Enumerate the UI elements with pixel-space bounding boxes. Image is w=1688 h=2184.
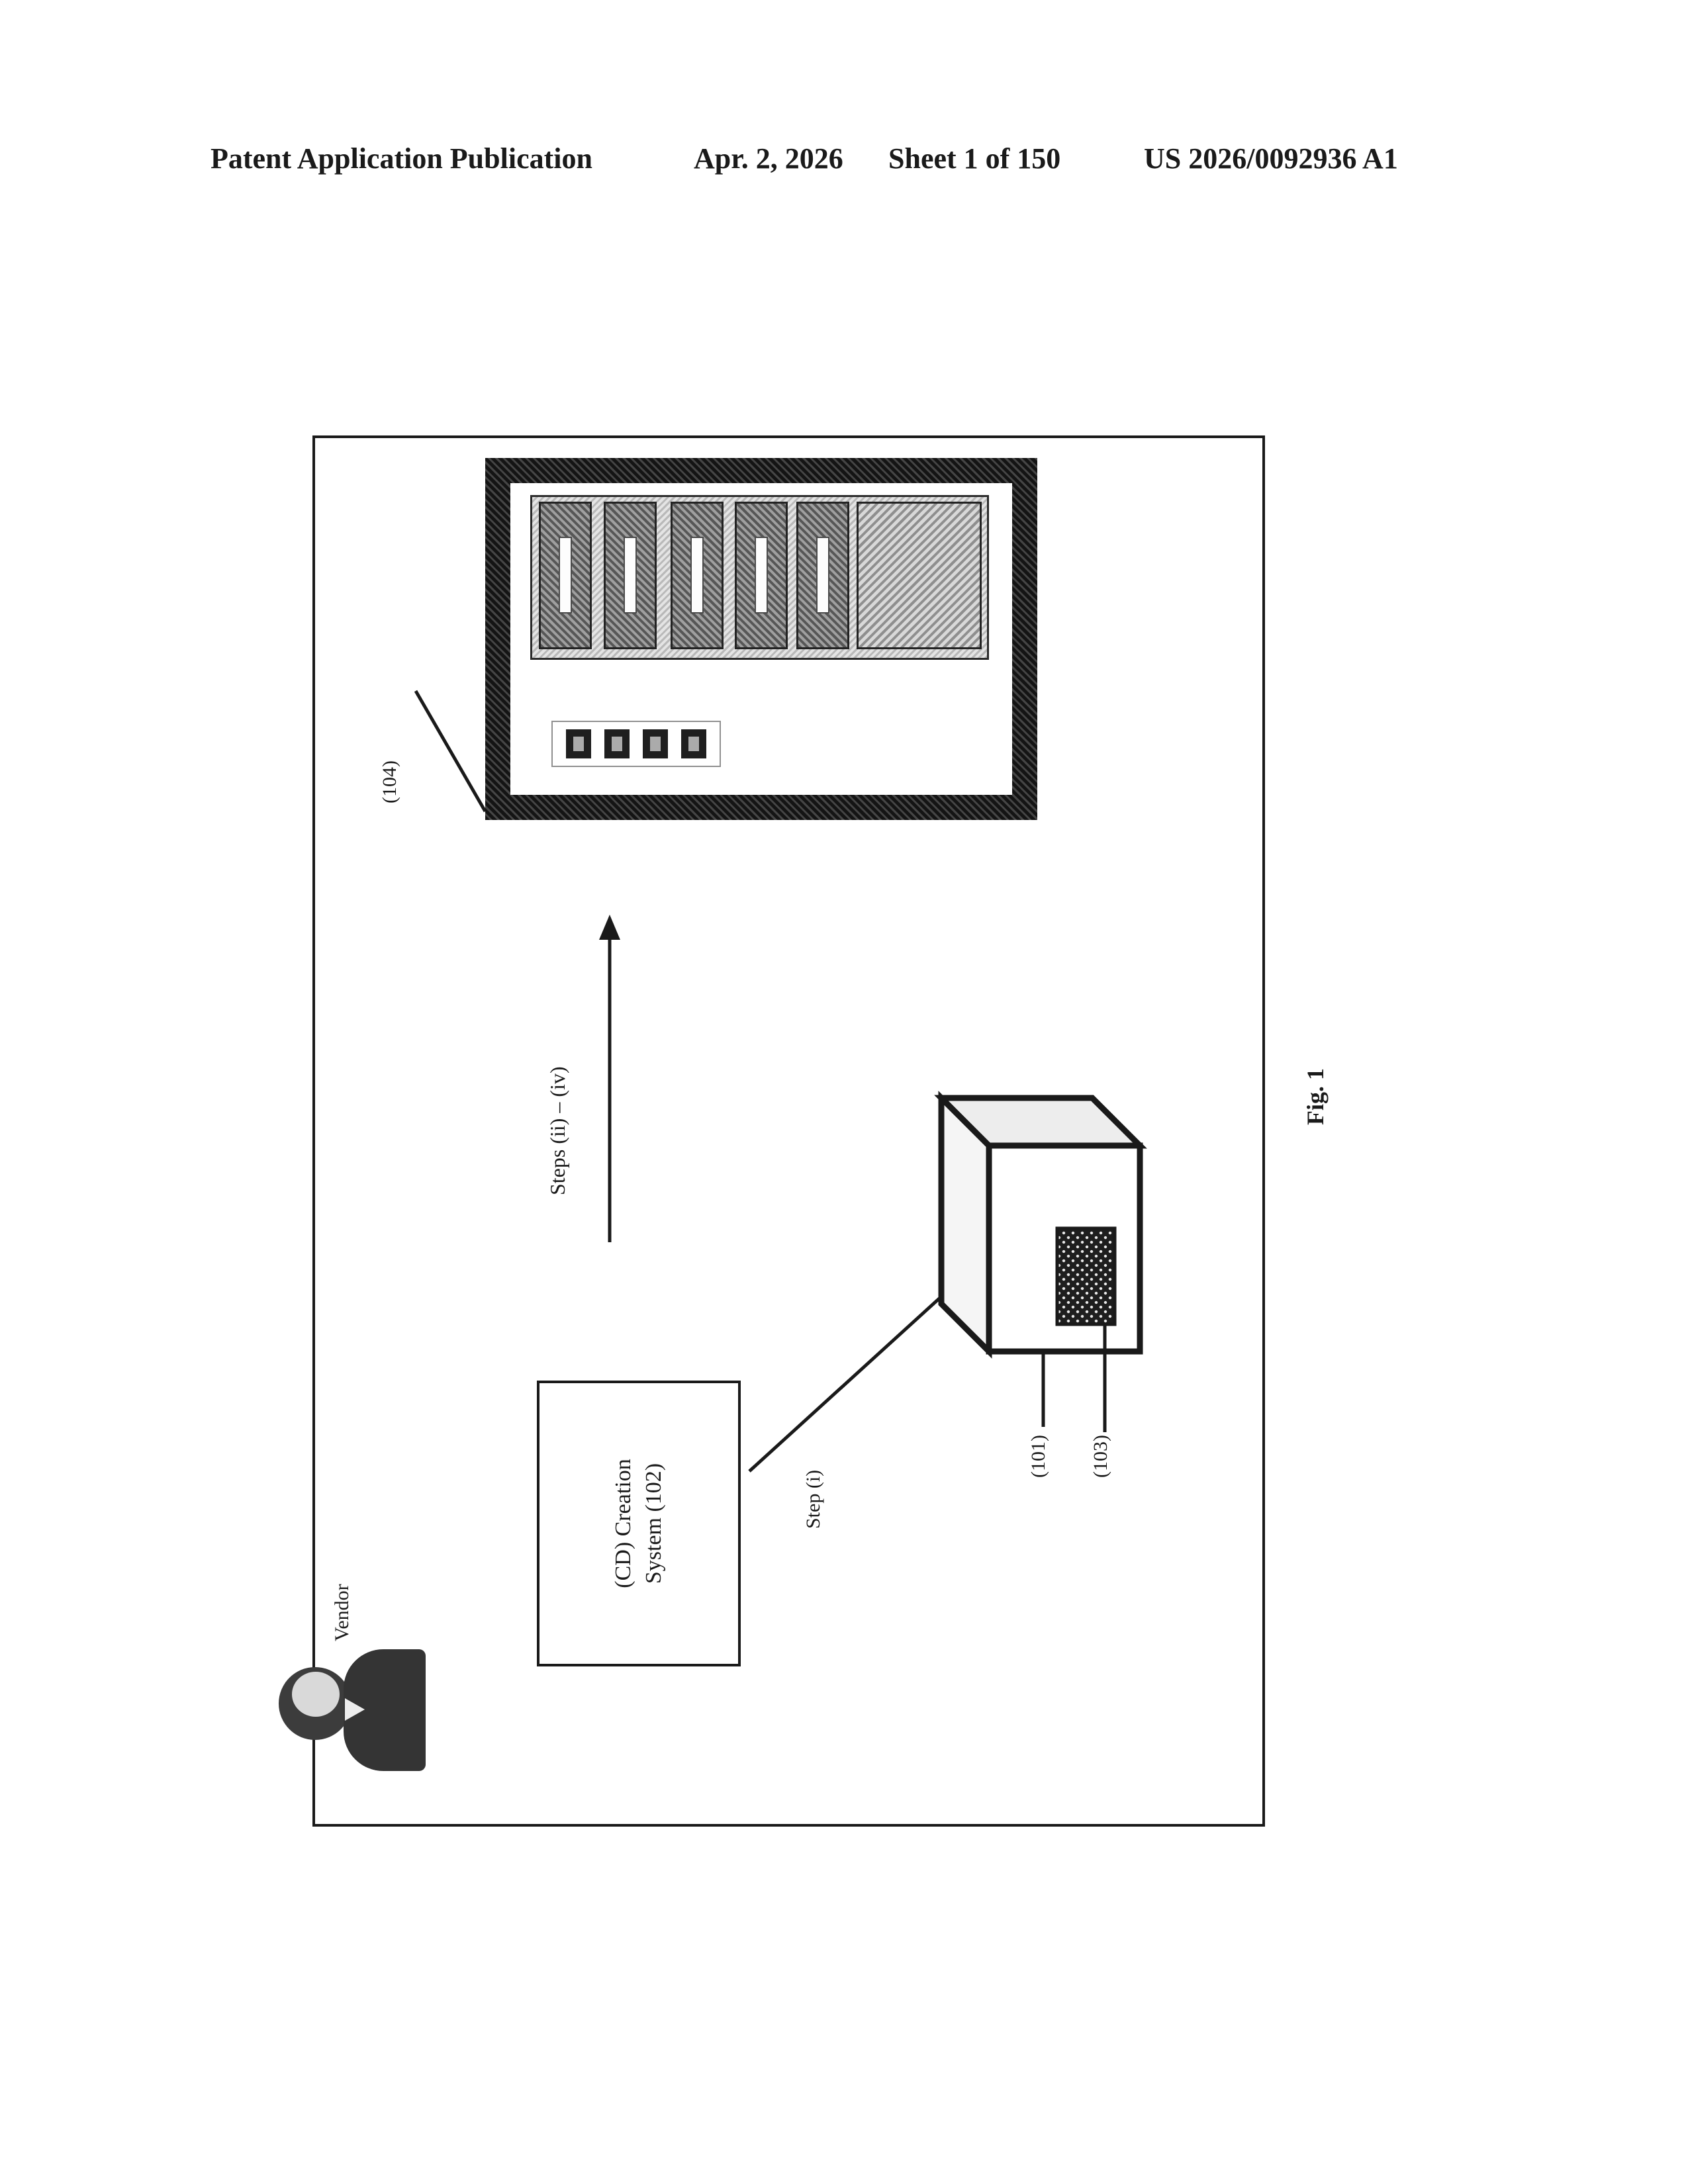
vendor-person-icon bbox=[279, 1644, 428, 1776]
drive-bay bbox=[604, 502, 657, 649]
person-collar-icon bbox=[345, 1698, 365, 1721]
ref-label-101: (101) bbox=[1027, 1435, 1049, 1478]
drive-bay bbox=[796, 502, 849, 649]
figure-frame: (CD) Creation System (102) Vendor (104) … bbox=[279, 435, 1329, 1827]
step-i-label: Step (i) bbox=[802, 1469, 824, 1529]
rack-vent-panel bbox=[857, 502, 982, 649]
document-number: US 2026/0092936 A1 bbox=[1144, 142, 1398, 175]
drive-bay-slot bbox=[816, 537, 829, 614]
vendor-label: Vendor bbox=[331, 1584, 353, 1641]
ref-label-103: (103) bbox=[1090, 1435, 1111, 1478]
publication-date: Apr. 2, 2026 bbox=[694, 142, 843, 175]
cd-creation-system-label: (CD) Creation System (102) bbox=[611, 1459, 666, 1588]
drive-bay-slot bbox=[559, 537, 572, 614]
publication-title: Patent Application Publication bbox=[211, 142, 592, 175]
drive-bay bbox=[671, 502, 724, 649]
sheet-number: Sheet 1 of 150 bbox=[888, 142, 1061, 175]
rack-button-icon bbox=[643, 729, 668, 758]
cd-creation-system-box: (CD) Creation System (102) bbox=[537, 1381, 741, 1666]
rack-button-strip bbox=[551, 721, 721, 767]
rack-button-icon bbox=[604, 729, 630, 758]
figure-number-label: Fig. 1 bbox=[1302, 1068, 1329, 1125]
ref-label-104: (104) bbox=[379, 760, 400, 803]
server-rack bbox=[485, 458, 1037, 820]
steps-ii-iv-label: Steps (ii) – (iv) bbox=[545, 1066, 569, 1195]
figure-canvas: (CD) Creation System (102) Vendor (104) … bbox=[279, 438, 1329, 1824]
drive-bay bbox=[539, 502, 592, 649]
drive-bay-slot bbox=[690, 537, 704, 614]
rack-drive-panel bbox=[530, 495, 989, 660]
figure-lineart bbox=[414, 690, 1147, 1473]
steps-arrowhead-icon bbox=[599, 915, 620, 940]
step-i-arrow-line bbox=[748, 1290, 949, 1473]
rack-button-icon bbox=[681, 729, 706, 758]
rack-button-icon bbox=[566, 729, 591, 758]
drive-bay-slot bbox=[624, 537, 637, 614]
drive-bay bbox=[735, 502, 788, 649]
disc-slot bbox=[1055, 1226, 1117, 1326]
person-face-icon bbox=[292, 1672, 340, 1717]
drive-bay-slot bbox=[755, 537, 768, 614]
leader-line-104 bbox=[414, 690, 487, 813]
rack-faceplate bbox=[510, 483, 1012, 795]
